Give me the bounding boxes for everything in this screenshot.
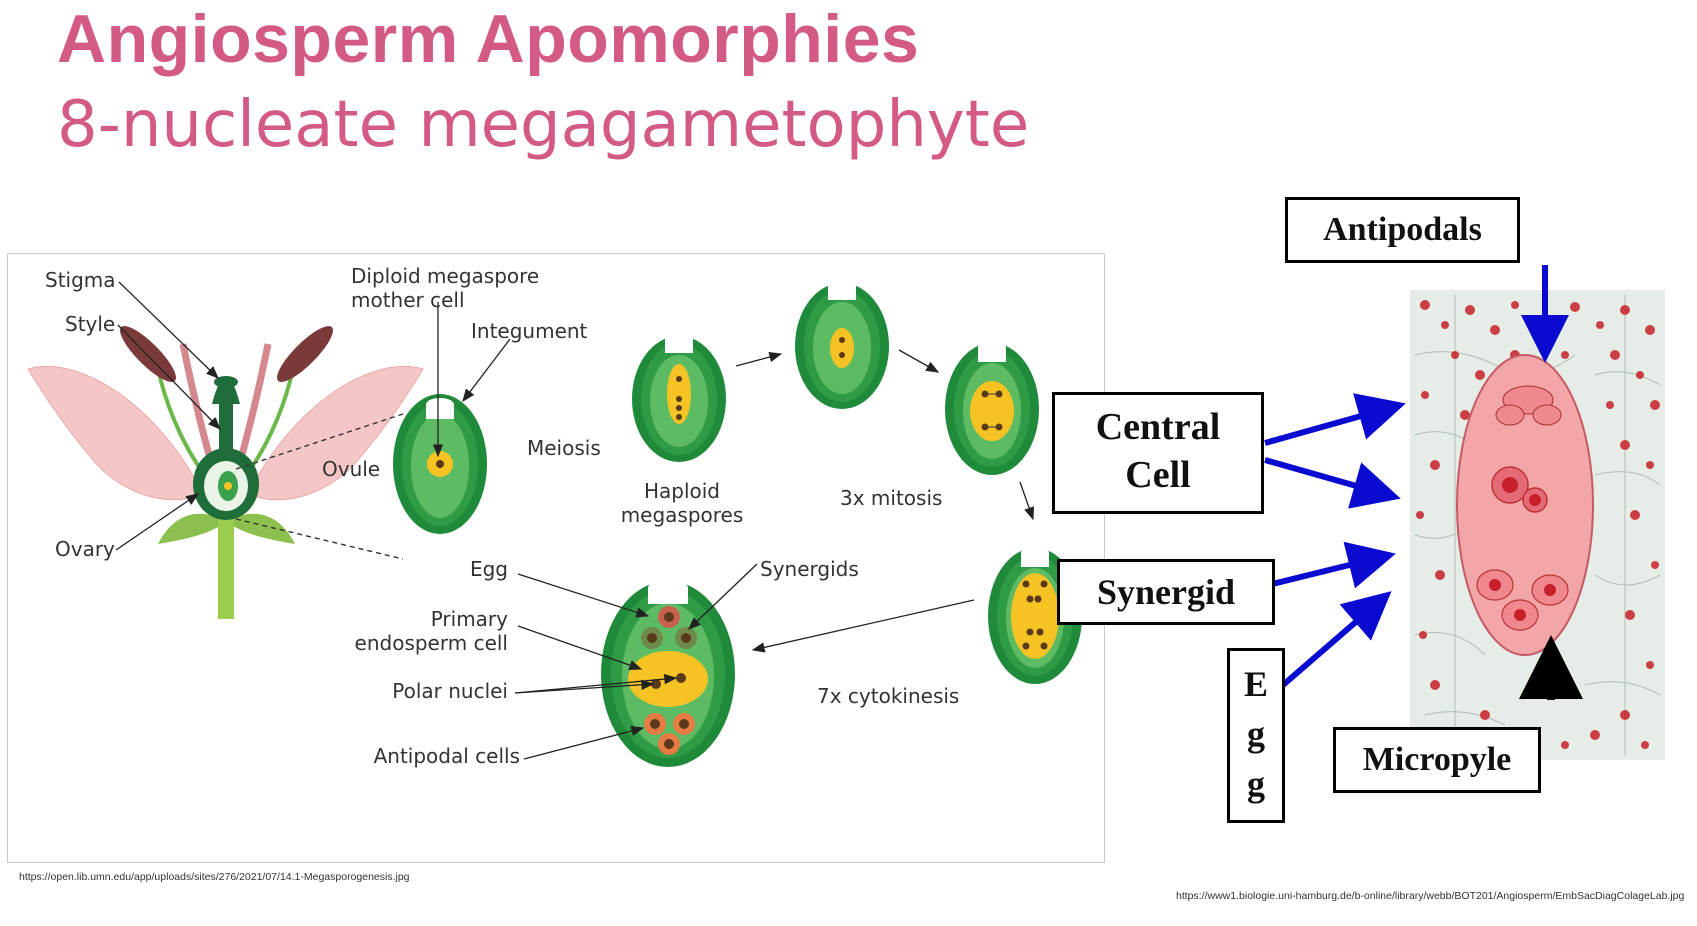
label-haploid-line2: megaspores (607, 503, 757, 528)
label-haploid-line1: Haploid (607, 479, 757, 504)
ovule-illustration (393, 394, 487, 534)
label-integument: Integument (471, 319, 587, 344)
page-subtitle: 8-nucleate megagametophyte (57, 88, 1029, 162)
right-image-credit: https://www1.biologie.uni-hamburg.de/b-o… (1176, 890, 1684, 902)
label-diploid-line1: Diploid megaspore (351, 264, 539, 289)
label-mitosis: 3x mitosis (840, 486, 942, 511)
label-ovary: Ovary (55, 537, 115, 562)
megasporogenesis-diagram: Stigma Style Ovary Ovule Diploid megaspo… (7, 253, 1105, 863)
label-central-line2: Cell (1055, 451, 1261, 499)
haploid-megaspore-illustration (632, 332, 726, 462)
two-nucleate-illustration (795, 279, 889, 409)
label-stigma: Stigma (45, 268, 116, 293)
label-synergid: Synergid (1057, 559, 1275, 625)
label-egg-letter-3: g (1230, 759, 1282, 809)
label-antipodals: Antipodals (1285, 197, 1520, 263)
label-ovule: Ovule (322, 457, 380, 482)
label-micropyle: Micropyle (1333, 727, 1541, 793)
label-meiosis: Meiosis (527, 436, 601, 461)
label-style: Style (65, 312, 115, 337)
label-central-cell: Central Cell (1052, 392, 1264, 514)
megasporogenesis-illustration (8, 254, 1106, 864)
label-diploid-line2: mother cell (351, 288, 465, 313)
label-antipodal-cells: Antipodal cells (308, 744, 520, 769)
label-primary-line2: endosperm cell (308, 631, 508, 656)
embryo-sac-micrograph: Antipodals Central Cell Synergid E g g M… (1155, 215, 1675, 875)
label-egg-letter-1: E (1230, 659, 1282, 709)
left-image-credit: https://open.lib.umn.edu/app/uploads/sit… (19, 871, 410, 883)
label-egg-vertical: E g g (1227, 648, 1285, 823)
four-nucleate-illustration (945, 341, 1039, 475)
label-polar-nuclei: Polar nuclei (308, 679, 508, 704)
label-primary-line1: Primary (308, 607, 508, 632)
label-egg-letter-2: g (1230, 709, 1282, 759)
label-central-line1: Central (1055, 403, 1261, 451)
label-egg: Egg (388, 557, 508, 582)
label-cytokinesis: 7x cytokinesis (817, 684, 959, 709)
label-synergids: Synergids (760, 557, 859, 582)
page-title: Angiosperm Apomorphies (57, 0, 919, 78)
